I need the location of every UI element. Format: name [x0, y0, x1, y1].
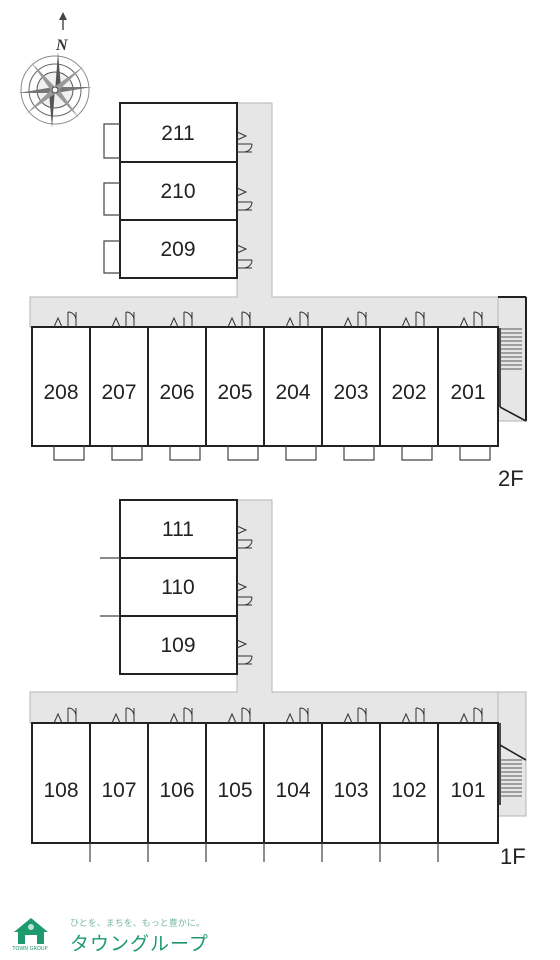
stairs	[498, 296, 527, 422]
room-210: 210	[103, 161, 253, 221]
room-number: 108	[43, 779, 78, 802]
room-107: 107	[89, 707, 149, 862]
room-101: 101	[437, 707, 499, 862]
floor-label: 1F	[500, 844, 526, 869]
room-205: 205	[205, 311, 265, 461]
room-number: 101	[450, 779, 485, 802]
room-number: 103	[333, 779, 368, 802]
logo-tagline: ひとを、まちを、もっと豊かに。	[70, 919, 205, 929]
room-106: 106	[147, 707, 207, 862]
room-207: 207	[89, 311, 149, 461]
room-105: 105	[205, 707, 265, 862]
room-number: 110	[161, 576, 194, 599]
compass-icon: N	[18, 12, 92, 128]
room-number: 211	[161, 122, 194, 145]
room-number: 206	[159, 381, 194, 404]
room-number: 202	[391, 381, 426, 404]
room-204: 204	[263, 311, 323, 461]
room-number: 210	[160, 180, 195, 203]
north-label: N	[55, 37, 69, 54]
floor-label: 2F	[498, 466, 524, 491]
room-number: 204	[275, 381, 310, 404]
room-number: 111	[162, 518, 194, 541]
room-110: 110	[100, 557, 253, 617]
room-109: 109	[100, 615, 253, 675]
room-number: 208	[43, 381, 78, 404]
room-number: 201	[450, 381, 485, 404]
room-number: 105	[217, 779, 252, 802]
room-202: 202	[379, 311, 439, 461]
room-number: 203	[333, 381, 368, 404]
stairs	[499, 723, 527, 805]
room-number: 106	[159, 779, 194, 802]
room-number: 102	[391, 779, 426, 802]
room-111: 111	[119, 499, 253, 559]
room-108: 108	[31, 707, 91, 844]
floor-1f-plan: 111 110 109 108 107	[29, 499, 527, 869]
room-209: 209	[103, 219, 253, 279]
room-201: 201	[437, 311, 499, 461]
room-number: 109	[160, 634, 195, 657]
room-number: 104	[275, 779, 310, 802]
room-number: 205	[217, 381, 252, 404]
room-208: 208	[31, 311, 91, 461]
room-number: 209	[160, 238, 195, 261]
room-number: 207	[101, 381, 136, 404]
house-logo-icon	[8, 912, 54, 948]
floor-2f-plan: 211 210 209 208 20	[29, 102, 527, 491]
room-number: 107	[101, 779, 136, 802]
room-206: 206	[147, 311, 207, 461]
room-203: 203	[321, 311, 381, 461]
room-104: 104	[263, 707, 323, 862]
room-103: 103	[321, 707, 381, 862]
logo-mark-text: TOWN GROUP	[12, 946, 48, 952]
company-logo: TOWN GROUP ひとを、まちを、もっと豊かに。 タウングループ	[8, 912, 268, 956]
room-211: 211	[103, 102, 253, 163]
logo-name: タウングループ	[70, 933, 209, 955]
room-102: 102	[379, 707, 439, 862]
